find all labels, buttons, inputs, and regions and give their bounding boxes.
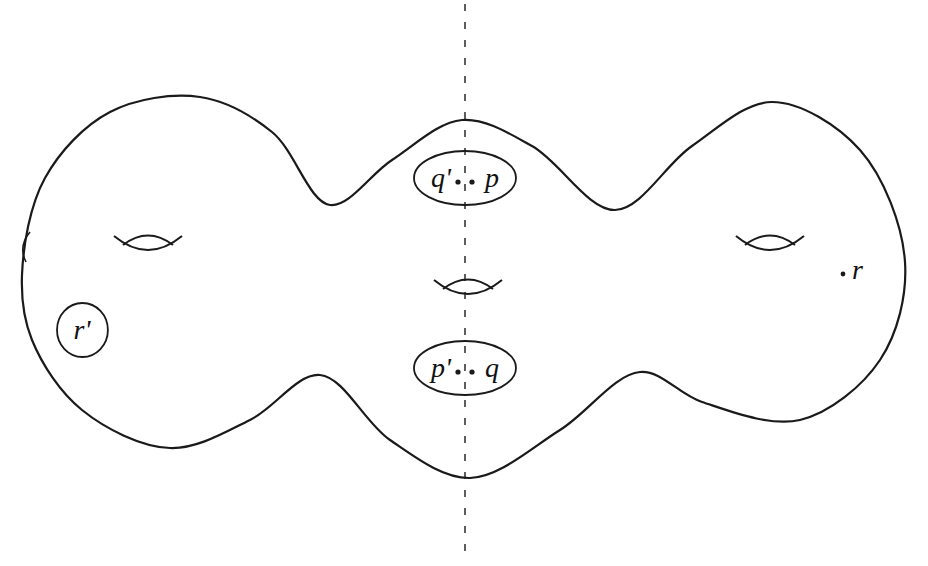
symmetry-axis [464, 4, 465, 562]
loop-curve [57, 303, 108, 357]
point-dot [469, 179, 474, 184]
hole-lower-lip [114, 236, 182, 250]
hole-upper-lip [123, 236, 173, 246]
point-dot [469, 369, 474, 374]
loop-outline [413, 340, 517, 396]
loop-curve [414, 341, 516, 395]
loop-curve [414, 151, 516, 205]
point-name: r' [74, 316, 91, 344]
point-name: p [485, 164, 499, 192]
point-name: q' [431, 164, 451, 192]
point-name: p' [431, 354, 451, 382]
hole-lower-lip [434, 280, 502, 294]
point-name: r [852, 256, 863, 284]
loop-outline [413, 150, 517, 206]
point-loop: r' [56, 302, 109, 358]
edge-mark [23, 232, 30, 262]
hole-upper-lip [745, 236, 795, 246]
point-loop: p' q [413, 340, 517, 396]
point-loop: q' p [413, 150, 517, 206]
point-dot [841, 272, 846, 277]
surface-outline [22, 96, 906, 478]
point-dot [455, 179, 460, 184]
hole-upper-lip [443, 280, 493, 290]
point-name: q [485, 354, 499, 382]
point-dot [455, 369, 460, 374]
hole-lower-lip [736, 236, 804, 250]
